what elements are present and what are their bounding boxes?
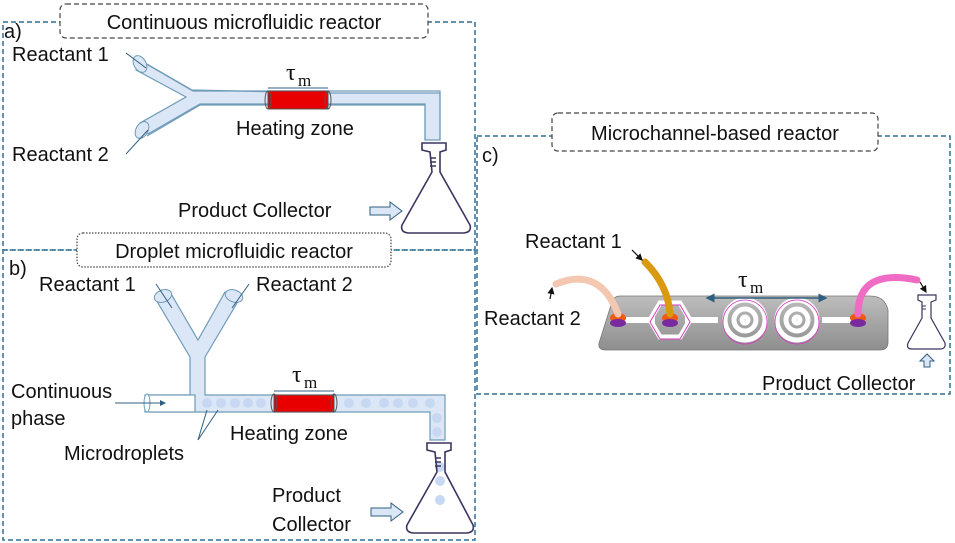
microdroplet-pointer-1 bbox=[197, 409, 208, 441]
reactant2-label-b: Reactant 2 bbox=[256, 274, 353, 296]
collector-label-b-line1: Product bbox=[272, 485, 341, 507]
reactant1-pointer-a bbox=[125, 52, 147, 69]
panel-a-letter: a) bbox=[4, 21, 22, 43]
flask-icon-a bbox=[400, 142, 472, 234]
collector-label-b-line2: Collector bbox=[272, 514, 351, 536]
reactant1-label-a: Reactant 1 bbox=[12, 44, 109, 66]
tube-reactant1 bbox=[641, 258, 674, 318]
heating-zone-a bbox=[267, 90, 329, 110]
tau-label-c: τ bbox=[738, 267, 748, 293]
microchip bbox=[598, 295, 889, 351]
continuous-label-line2: phase bbox=[11, 408, 66, 430]
heating-zone-b bbox=[273, 394, 335, 413]
reactant2-pointer-b bbox=[231, 283, 250, 309]
reactant2-label-a: Reactant 2 bbox=[12, 144, 109, 166]
reactant1-label-c: Reactant 1 bbox=[525, 231, 622, 253]
reactant1-pointer-b bbox=[155, 283, 173, 309]
tube-outlet bbox=[854, 274, 921, 318]
panel-b-title-box bbox=[76, 232, 392, 268]
panel-a-title: Continuous microfluidic reactor bbox=[107, 12, 382, 34]
panel-a-title-box bbox=[59, 3, 429, 39]
collector-arrow-a bbox=[369, 201, 403, 221]
reactant2-label-c: Reactant 2 bbox=[484, 308, 581, 330]
heating-label-a: Heating zone bbox=[236, 118, 354, 140]
panel-c-frame bbox=[476, 135, 951, 395]
flask-icon-b bbox=[405, 442, 475, 534]
tau-label-b: τ bbox=[292, 362, 302, 388]
tau-sub-b: m bbox=[304, 373, 317, 392]
panel-c-title-box bbox=[551, 112, 879, 152]
microdroplets-label: Microdroplets bbox=[64, 443, 184, 465]
collector-label-a: Product Collector bbox=[178, 200, 332, 222]
panel-b-letter: b) bbox=[9, 258, 27, 280]
panel-c-letter: c) bbox=[482, 145, 499, 167]
reactant1-pointer-c bbox=[631, 249, 643, 261]
outlet-pointer-c bbox=[919, 281, 927, 294]
reactant2-pointer-a bbox=[125, 129, 149, 155]
reactant2-pointer-c bbox=[547, 286, 555, 300]
panel-a: Continuous microfluidic reactor a) τ m R… bbox=[2, 3, 476, 251]
panel-c-title: Microchannel-based reactor bbox=[591, 123, 839, 145]
collector-label-c: Product Collector bbox=[762, 373, 916, 395]
collector-arrow-c bbox=[918, 353, 936, 368]
reactant1-label-b: Reactant 1 bbox=[39, 274, 136, 296]
ports bbox=[610, 313, 866, 327]
continuous-label-line1: Continuous bbox=[11, 381, 112, 403]
tau-label-a: τ bbox=[286, 60, 296, 86]
microdroplets bbox=[202, 398, 445, 505]
panel-c: Microchannel-based reactor c) τ m Rea bbox=[476, 112, 951, 395]
collector-arrow-b bbox=[370, 502, 404, 522]
panel-b-title: Droplet microfluidic reactor bbox=[115, 241, 353, 263]
panel-b: Droplet microfluidic reactor b) τ m Reac… bbox=[2, 232, 476, 541]
microdroplet-pointer-2 bbox=[197, 409, 219, 441]
tau-sub-c: m bbox=[750, 278, 763, 297]
tube-reactant2 bbox=[552, 275, 622, 318]
tau-sub-a: m bbox=[298, 71, 311, 90]
heating-label-b: Heating zone bbox=[230, 423, 348, 445]
flask-icon-c bbox=[906, 294, 946, 350]
